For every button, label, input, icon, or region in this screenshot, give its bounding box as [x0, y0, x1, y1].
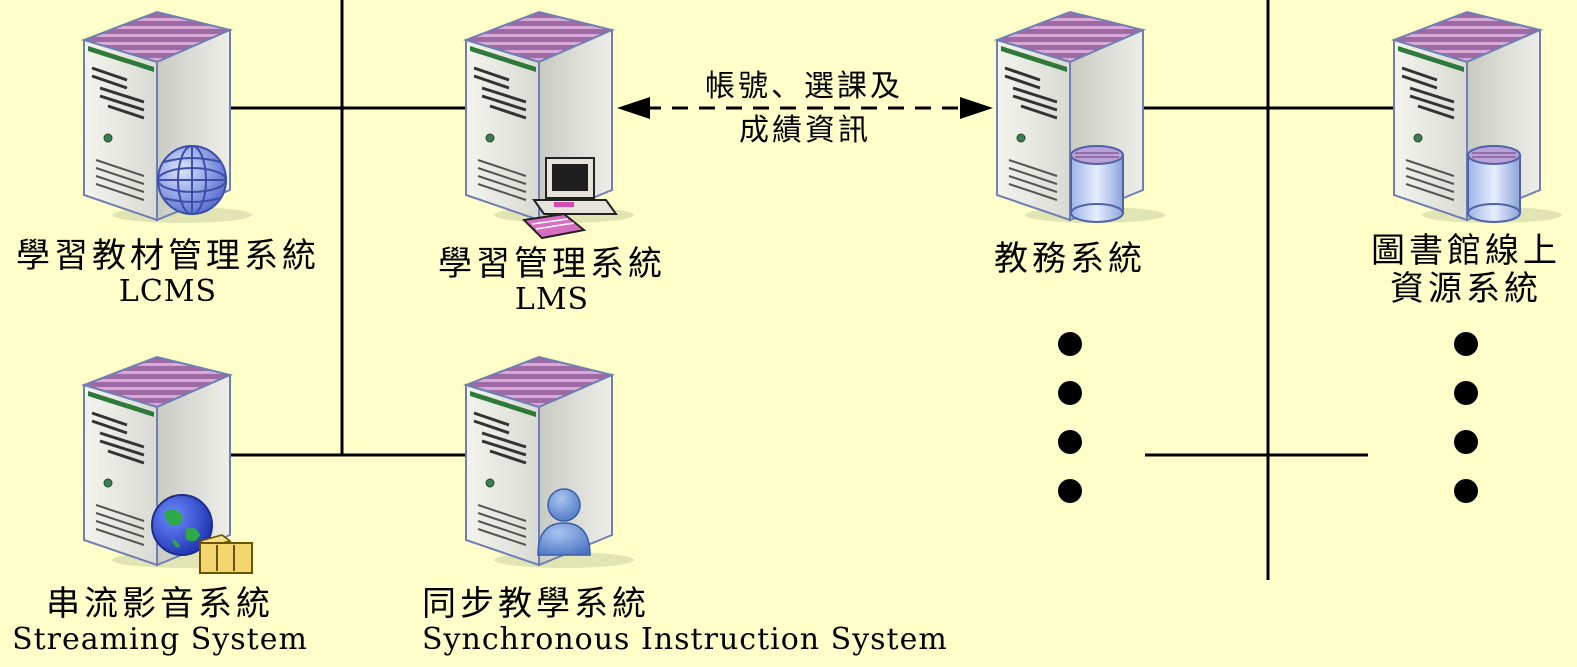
sync-label: 同步教學系統 Synchronous Instruction System — [422, 585, 1042, 657]
lcms-label-zh: 學習教材管理系統 — [16, 236, 320, 276]
sync-server — [464, 355, 636, 570]
academic-label-zh: 教務系統 — [994, 239, 1146, 279]
arrow-label-line1: 帳號、選課及 — [705, 69, 903, 104]
globe-film-icon — [151, 494, 253, 574]
arrow-label-line2: 成績資訊 — [739, 113, 871, 148]
streaming-label-en: Streaming System — [12, 622, 308, 658]
lms-label-en: LMS — [514, 282, 590, 318]
streaming-label: 串流影音系統 Streaming System — [0, 585, 320, 657]
sync-label-zh: 同步教學系統 — [422, 584, 650, 624]
database-icon — [1070, 145, 1124, 223]
database-icon — [1467, 145, 1521, 223]
library-label-zh2: 資源系統 — [1390, 269, 1542, 310]
lcms-label-en: LCMS — [118, 274, 218, 310]
sync-label-en: Synchronous Instruction System — [422, 622, 948, 658]
academic-server — [995, 10, 1167, 225]
lms-label-zh: 學習管理系統 — [438, 244, 666, 284]
arrow-label-2: 成績資訊 — [720, 114, 890, 148]
network-lines — [230, 0, 1395, 580]
lcms-label: 學習教材管理系統 LCMS — [0, 237, 336, 309]
globe-icon — [157, 145, 227, 215]
library-label: 圖書館線上 資源系統 — [1355, 232, 1577, 308]
computer-icon — [521, 157, 618, 240]
academic-more-dots — [1058, 332, 1082, 503]
library-more-dots — [1454, 332, 1478, 503]
arrow-left-head — [617, 97, 650, 119]
academic-label: 教務系統 — [970, 240, 1170, 278]
lms-label: 學習管理系統 LMS — [420, 245, 684, 317]
streaming-server — [82, 355, 254, 574]
arrow-label: 帳號、選課及 — [690, 70, 918, 104]
user-icon — [537, 488, 591, 556]
streaming-label-zh: 串流影音系統 — [46, 584, 274, 624]
dashed-arrow — [617, 97, 993, 119]
library-server — [1392, 10, 1564, 225]
arrow-right-head — [960, 97, 993, 119]
library-label-zh: 圖書館線上 — [1371, 231, 1561, 271]
lcms-server — [82, 10, 254, 225]
lms-server — [464, 10, 636, 240]
